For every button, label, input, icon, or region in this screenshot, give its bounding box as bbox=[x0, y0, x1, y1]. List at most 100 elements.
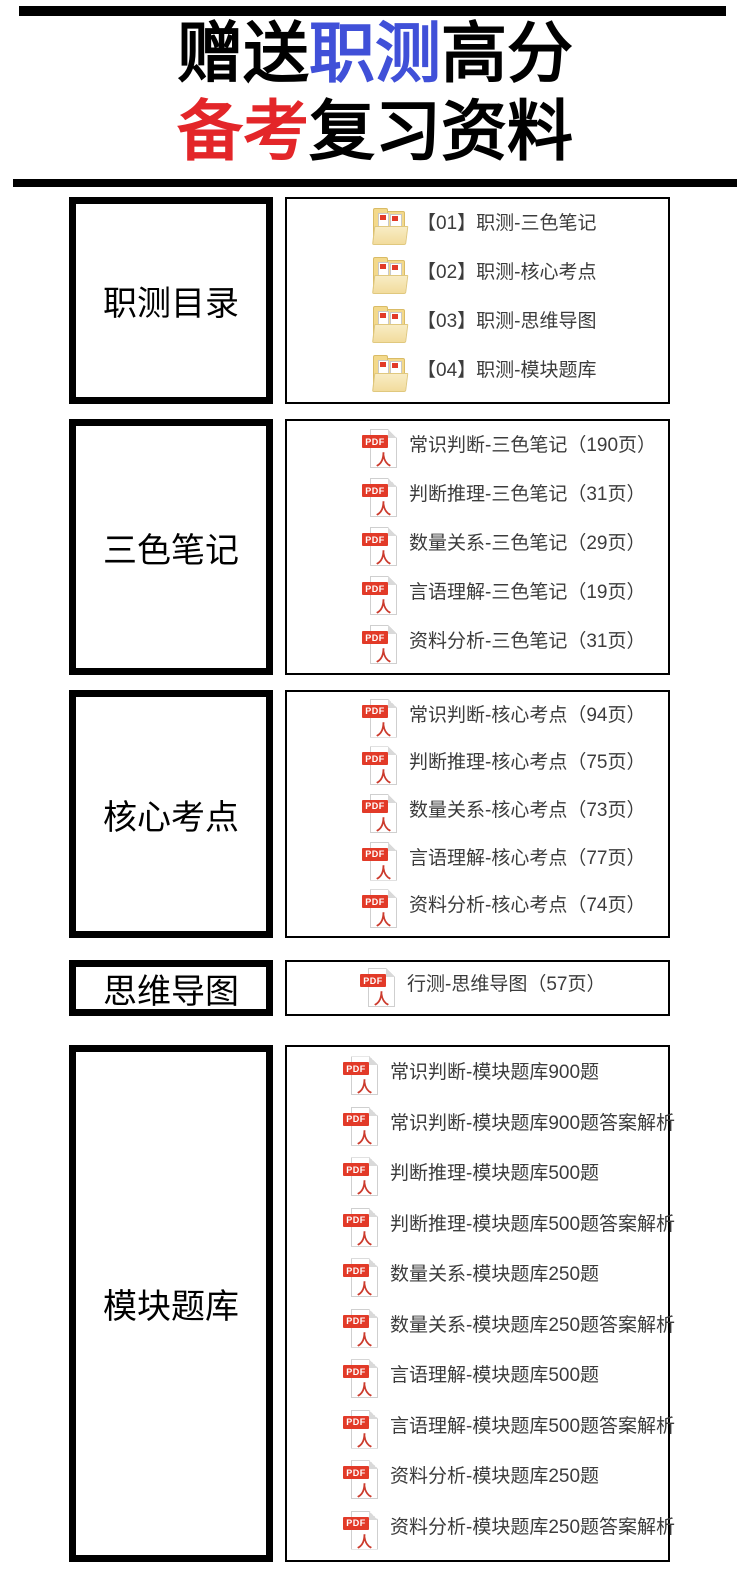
page-fold bbox=[386, 968, 395, 977]
pdf-file-icon: PDF 人 bbox=[362, 624, 400, 666]
pdf-folder-icon bbox=[370, 304, 409, 346]
pdf-badge: PDF bbox=[343, 1314, 369, 1328]
adobe-mark: 人 bbox=[375, 649, 391, 665]
adobe-mark: 人 bbox=[375, 502, 391, 518]
section-label: 职测目录 bbox=[103, 286, 239, 323]
pdf-file-icon: PDF 人 bbox=[362, 841, 400, 883]
file-name: 资料分析-三色笔记（31页） bbox=[409, 631, 646, 652]
pdf-badge: PDF bbox=[362, 895, 388, 909]
file-name: 【01】职测-三色笔记 bbox=[417, 213, 597, 234]
folder-front bbox=[372, 373, 409, 392]
file-name: 常识判断-模块题库900题 bbox=[390, 1062, 600, 1084]
pdf-badge: PDF bbox=[360, 974, 386, 987]
adobe-mark: 人 bbox=[356, 1231, 372, 1248]
page-fold bbox=[388, 576, 397, 585]
file-list-panel: 【01】职测-三色笔记 【02】职测-核心考点 【03】职测-思维导图 【04】… bbox=[285, 197, 670, 404]
page-fold bbox=[369, 1106, 378, 1116]
title-text-beikao: 备考 bbox=[177, 94, 309, 168]
pdf-folder-icon bbox=[370, 353, 409, 395]
pdf-badge: PDF bbox=[362, 752, 388, 766]
folder-front bbox=[372, 324, 409, 343]
adobe-mark: 人 bbox=[375, 817, 391, 834]
list-item: 【02】职测-核心考点 bbox=[370, 255, 668, 297]
page-fold bbox=[369, 1258, 378, 1268]
section-label-box: 三色笔记 bbox=[69, 419, 273, 675]
page-fold bbox=[388, 625, 397, 634]
section-label-box: 思维导图 bbox=[69, 960, 273, 1016]
file-name: 判断推理-模块题库500题 bbox=[390, 1163, 600, 1185]
pdf-badge: PDF bbox=[362, 484, 388, 497]
file-name: 判断推理-三色笔记（31页） bbox=[409, 484, 646, 505]
file-name: 判断推理-核心考点（75页） bbox=[409, 752, 646, 774]
file-name: 言语理解-核心考点（77页） bbox=[409, 847, 646, 869]
file-name: 言语理解-模块题库500题 bbox=[390, 1365, 600, 1387]
pdf-badge: PDF bbox=[343, 1163, 369, 1177]
pdf-badge: PDF bbox=[362, 847, 388, 861]
adobe-mark: 人 bbox=[375, 722, 391, 739]
page-fold bbox=[388, 429, 397, 438]
title-line-1: 赠送职测高分 bbox=[0, 14, 750, 92]
adobe-mark: 人 bbox=[356, 1433, 372, 1450]
title-text-zengsong: 赠送 bbox=[177, 16, 309, 90]
title-text-zhice: 职测 bbox=[309, 16, 441, 90]
list-item: PDF 人 数量关系-核心考点（73页） bbox=[362, 793, 668, 835]
section-label-box: 核心考点 bbox=[69, 690, 273, 938]
section-catalog: 职测目录 【01】职测-三色笔记 【02】职测-核心考点 【03】职测-思维导图… bbox=[0, 197, 750, 404]
list-item: PDF 人 言语理解-核心考点（77页） bbox=[362, 841, 668, 883]
page-fold bbox=[369, 1157, 378, 1167]
page-fold bbox=[388, 698, 397, 708]
section-label: 思维导图 bbox=[103, 973, 239, 1011]
pdf-file-icon: PDF 人 bbox=[362, 477, 400, 519]
pdf-badge: PDF bbox=[362, 533, 388, 546]
adobe-mark: 人 bbox=[375, 865, 391, 882]
page-fold bbox=[369, 1460, 378, 1470]
pdf-badge: PDF bbox=[362, 704, 388, 718]
list-item: 【04】职测-模块题库 bbox=[370, 353, 668, 395]
folder-front bbox=[372, 226, 409, 245]
adobe-mark: 人 bbox=[356, 1484, 372, 1501]
header-divider-bar bbox=[13, 179, 737, 187]
file-name: 【02】职测-核心考点 bbox=[417, 262, 597, 283]
pdf-badge: PDF bbox=[362, 799, 388, 813]
list-item: 【03】职测-思维导图 bbox=[370, 304, 668, 346]
adobe-mark: 人 bbox=[375, 913, 391, 930]
adobe-mark: 人 bbox=[356, 1534, 372, 1551]
page-fold bbox=[369, 1409, 378, 1419]
pdf-folder-icon bbox=[370, 206, 409, 248]
title-line-2: 备考复习资料 bbox=[0, 92, 750, 170]
pdf-badge: PDF bbox=[362, 631, 388, 644]
file-name: 常识判断-核心考点（94页） bbox=[409, 704, 646, 726]
file-name: 行测-思维导图（57页） bbox=[407, 974, 606, 995]
section-core-points: 核心考点 PDF 人 常识判断-核心考点（94页） PDF 人 判断推理-核心考点（… bbox=[0, 690, 750, 938]
pdf-folder-icon bbox=[370, 255, 409, 297]
file-name: 言语理解-模块题库500题答案解析 bbox=[390, 1415, 676, 1437]
file-name: 判断推理-模块题库500题答案解析 bbox=[390, 1213, 676, 1235]
folder-front bbox=[372, 275, 409, 294]
adobe-mark: 人 bbox=[375, 551, 391, 567]
list-item: 【01】职测-三色笔记 bbox=[370, 206, 668, 248]
section-label: 模块题库 bbox=[103, 1289, 239, 1326]
file-name: 数量关系-核心考点（73页） bbox=[409, 799, 646, 821]
